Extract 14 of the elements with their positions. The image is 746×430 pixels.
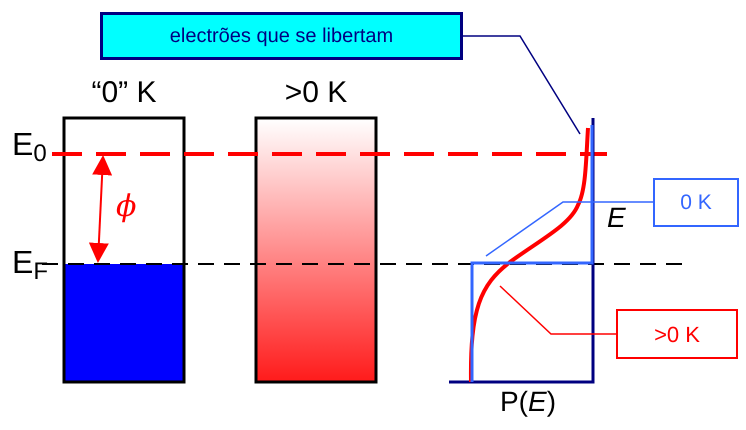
energy-band-box <box>254 116 378 384</box>
leader-line <box>486 201 653 257</box>
axis-label: P(E) <box>500 388 556 416</box>
energy-level-label: E$_{0}$ <box>12 128 47 160</box>
energy-band-box <box>62 116 186 384</box>
callout-box: 0 K <box>653 178 739 227</box>
temperature-heading: >0 K <box>284 75 348 111</box>
callout-box: >0 K <box>616 309 738 359</box>
callout-box: electrões que se libertam <box>100 12 463 60</box>
temperature-heading: “0” K <box>90 75 158 111</box>
leader-line <box>463 35 581 134</box>
leader-line <box>499 285 616 335</box>
work-function-symbol: ϕ <box>116 192 136 222</box>
axis-label: E <box>607 204 626 232</box>
